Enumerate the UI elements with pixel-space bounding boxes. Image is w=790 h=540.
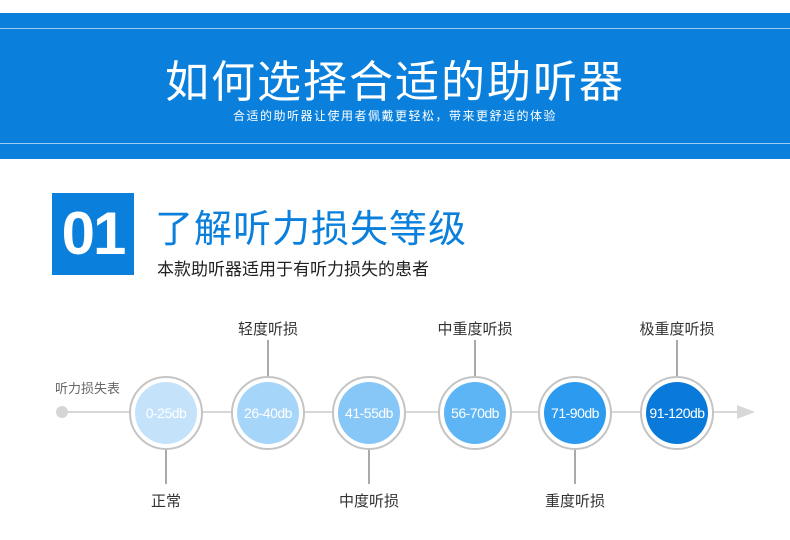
- page-title: 如何选择合适的助听器: [165, 57, 625, 108]
- level-circle: 71-90db: [538, 376, 612, 450]
- header-banner: 如何选择合适的助听器 合适的助听器让使用者佩戴更轻松，带来更舒适的体验: [0, 13, 790, 159]
- level-name: 极重度听损: [639, 320, 715, 338]
- section-subtitle: 本款助听器适用于有听力损失的患者: [157, 260, 429, 280]
- level-range: 91-120db: [646, 382, 708, 444]
- timeline-label: 听力损失表: [55, 382, 121, 397]
- divider: [0, 28, 790, 29]
- connector-line: [574, 450, 576, 484]
- page-subtitle: 合适的助听器让使用者佩戴更轻松，带来更舒适的体验: [232, 109, 557, 123]
- connector-line: [474, 340, 476, 376]
- level-range: 56-70db: [444, 382, 506, 444]
- connector-line: [267, 340, 269, 376]
- section-number: 01: [52, 193, 134, 275]
- level-name: 轻度听损: [237, 320, 298, 338]
- level-range: 0-25db: [135, 382, 197, 444]
- section-title: 了解听力损失等级: [155, 207, 468, 251]
- connector-line: [676, 340, 678, 376]
- level-circle: 41-55db: [332, 376, 406, 450]
- connector-line: [165, 450, 167, 484]
- level-range: 41-55db: [338, 382, 400, 444]
- level-range: 26-40db: [237, 382, 299, 444]
- level-name: 正常: [150, 492, 181, 510]
- level-circle: 26-40db: [231, 376, 305, 450]
- divider: [0, 143, 790, 144]
- level-name: 中度听损: [338, 492, 399, 510]
- level-name: 重度听损: [544, 492, 605, 510]
- connector-line: [368, 450, 370, 484]
- level-circle: 56-70db: [438, 376, 512, 450]
- timeline-start-dot: [56, 406, 68, 418]
- level-name: 中重度听损: [437, 320, 513, 338]
- level-circle: 91-120db: [640, 376, 714, 450]
- arrow-right-icon: [737, 405, 755, 419]
- level-circle: 0-25db: [129, 376, 203, 450]
- level-range: 71-90db: [544, 382, 606, 444]
